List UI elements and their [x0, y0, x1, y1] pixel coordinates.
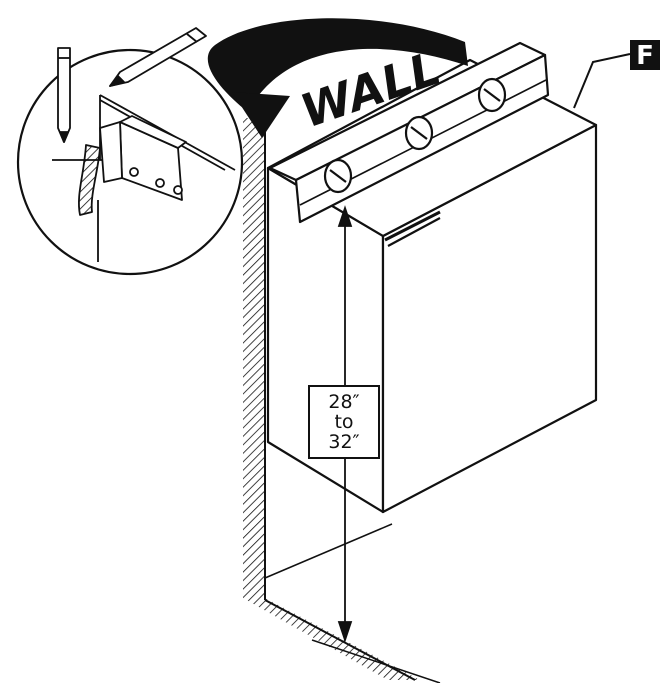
part-callout: F: [573, 40, 660, 109]
dimension-value-top: 28″: [328, 391, 359, 413]
floor-lines: [264, 523, 441, 683]
detail-inset: [16, 27, 244, 276]
dimension-connector: to: [334, 411, 353, 433]
level-vial-3: [477, 77, 507, 113]
dimension-value-bottom: 32″: [328, 431, 359, 453]
level-vial-1: [323, 158, 353, 194]
level-tool: [268, 41, 550, 224]
pencil-icon: [57, 47, 71, 143]
pencil-icon-2: [109, 27, 207, 87]
strap-icon: [78, 144, 101, 216]
part-label-f: F: [636, 41, 654, 71]
height-dimension: [308, 205, 380, 643]
curved-arrow-icon: [207, 18, 468, 138]
level-vial-2: [404, 115, 434, 151]
mounting-bracket-icon: [99, 115, 187, 201]
